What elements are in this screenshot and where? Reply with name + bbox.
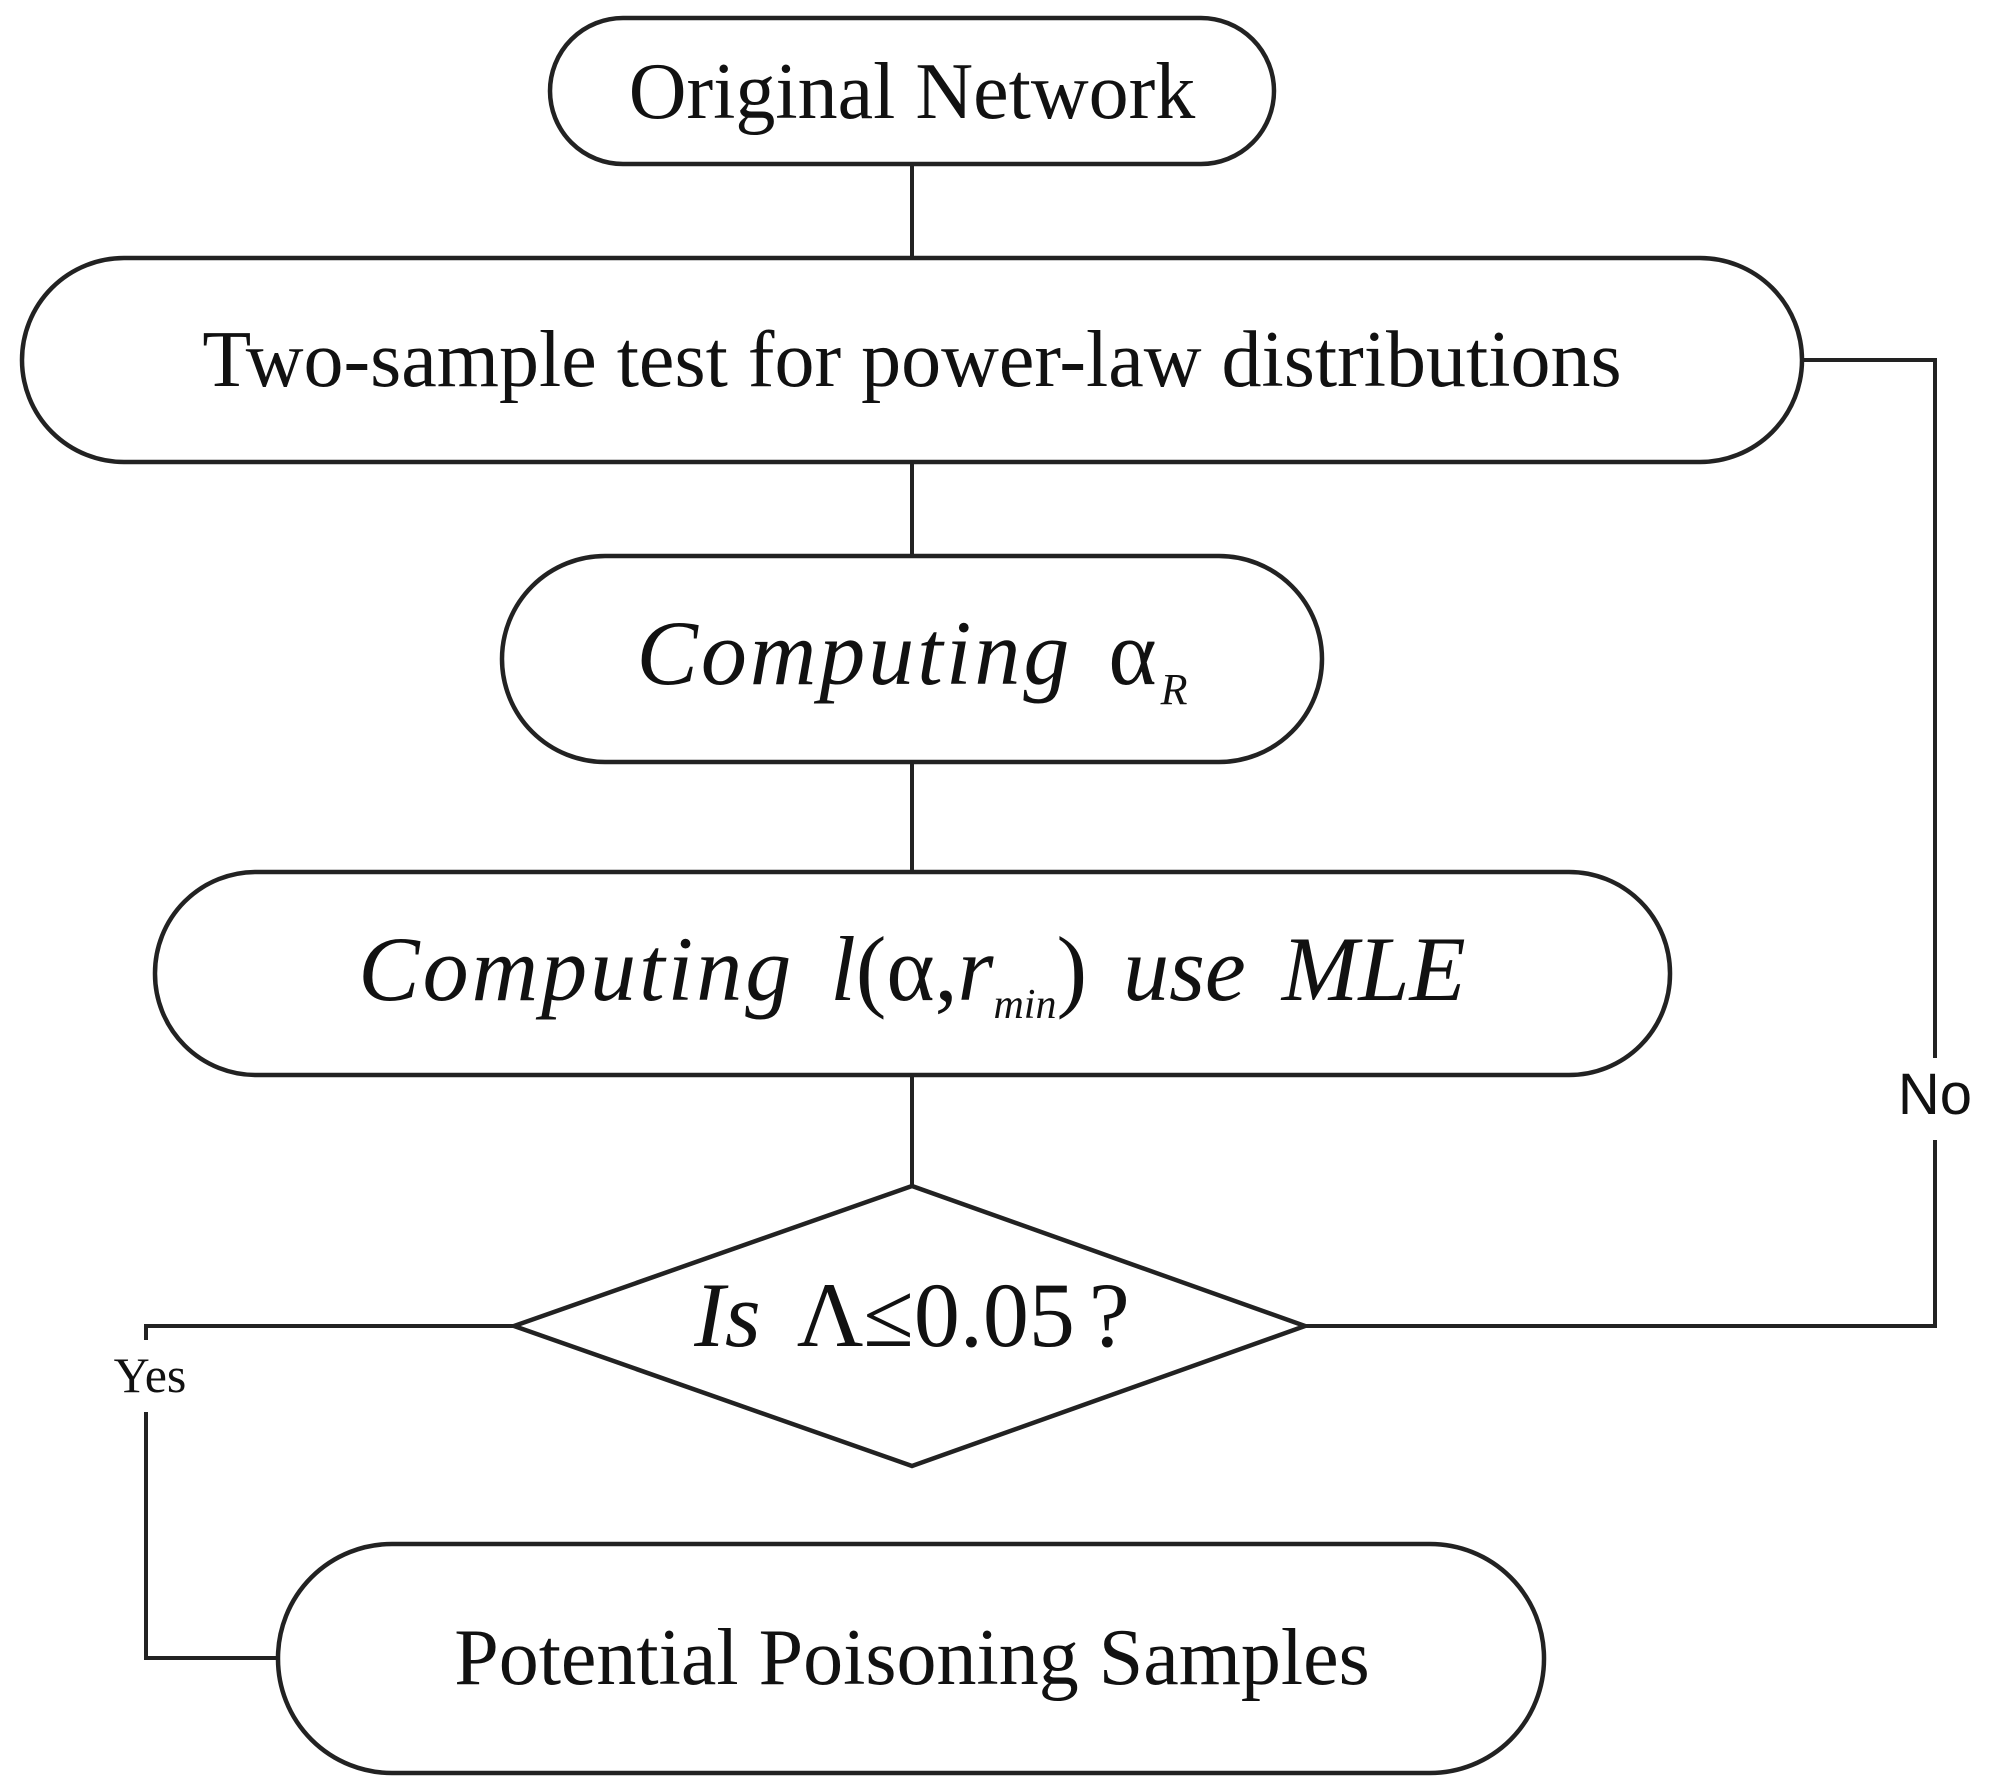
- node-computing-alpha-label: Computing αR: [636, 602, 1187, 714]
- node-original-network-label: Original Network: [629, 48, 1196, 136]
- node-potential-poisoning-samples: [275, 1541, 1547, 1776]
- alpha-subscript: R: [1160, 665, 1188, 714]
- mle-func: l: [830, 918, 856, 1020]
- decision-is: Is: [693, 1264, 760, 1366]
- mle-r-subscript: min: [993, 982, 1056, 1028]
- mle-close: ): [1056, 918, 1087, 1020]
- mle-use: use: [1123, 918, 1246, 1020]
- mle-alpha: α: [886, 918, 934, 1020]
- alpha-symbol: α: [1108, 602, 1156, 704]
- mle-r: r: [958, 918, 995, 1020]
- edge-yes-branch-lower: [144, 1412, 278, 1660]
- computing-word: Computing: [636, 602, 1072, 704]
- decision-expr: Λ≤0.05: [797, 1264, 1075, 1366]
- node-original-network: [547, 15, 1277, 167]
- edge-label-no: No: [1898, 1062, 1972, 1127]
- node-two-sample-test-label: Two-sample test for power-law distributi…: [202, 316, 1621, 404]
- mle-sep: ,: [935, 918, 958, 1020]
- node-decision: [507, 1183, 1312, 1469]
- edge-label-yes: Yes: [114, 1347, 187, 1403]
- node-computing-mle: [152, 869, 1673, 1078]
- node-computing-mle-label: Computing l(α,rmin) use MLE: [358, 918, 1465, 1028]
- decision-question: ?: [1089, 1264, 1130, 1366]
- edge-no-loop-upper: [1802, 358, 1937, 1058]
- mle-open: (: [856, 918, 887, 1020]
- edge-yes-branch: [144, 1324, 514, 1340]
- node-decision-label: Is Λ≤0.05?: [693, 1264, 1130, 1366]
- node-two-sample-test: [19, 255, 1805, 465]
- node-potential-poisoning-samples-label: Potential Poisoning Samples: [454, 1614, 1370, 1702]
- mle-computing-word: Computing: [358, 918, 794, 1020]
- mle-method: MLE: [1280, 918, 1466, 1020]
- edge-no-loop: [1305, 1140, 1937, 1328]
- node-computing-alpha: [499, 553, 1325, 765]
